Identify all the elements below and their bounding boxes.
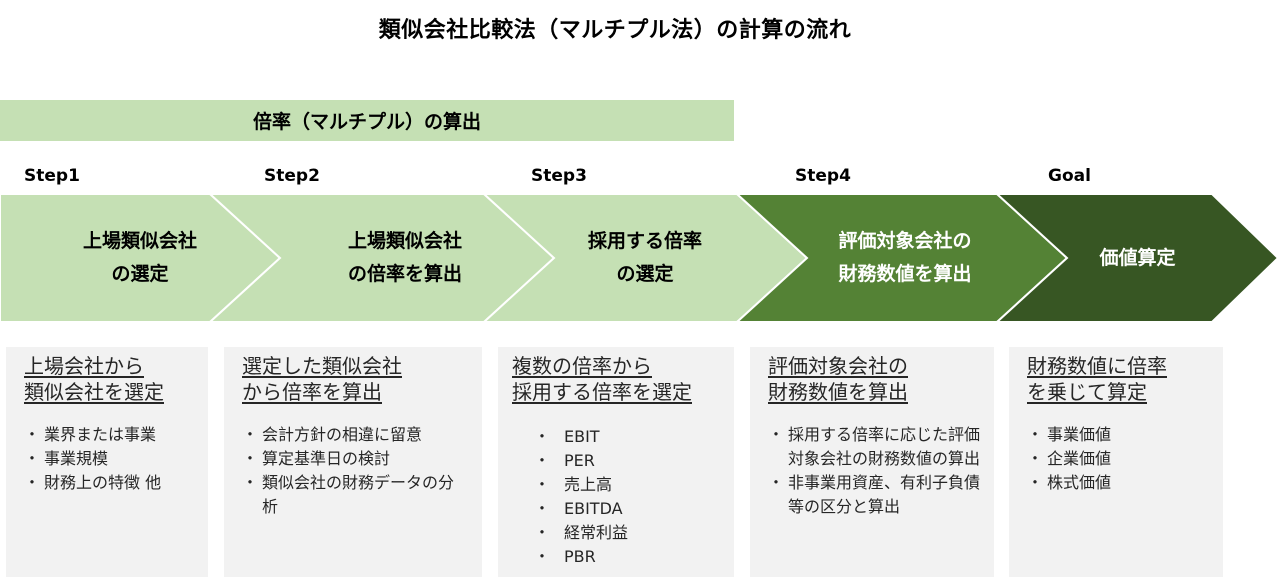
list-item: 財務上の特徴 他: [24, 471, 194, 495]
step4-heading: 評価対象会社の財務数値を算出: [768, 354, 908, 404]
list-item: 株式価値: [1027, 471, 1209, 495]
step4-list: 採用する倍率に応じた評価対象会社の財務数値の算出 非事業用資産、有利子負債等の区…: [768, 423, 980, 519]
list-item: 事業価値: [1027, 423, 1209, 447]
chevron-step4-text: 評価対象会社の財務数値を算出: [838, 230, 972, 285]
list-item: 会計方針の相違に留意: [242, 423, 468, 447]
chevron-step3-text: 採用する倍率の選定: [587, 230, 702, 285]
chevron-step1-text: 上場類似会社の選定: [82, 230, 197, 285]
list-item: 事業規模: [24, 447, 194, 471]
list-item: 経常利益: [534, 521, 720, 545]
list-item: EBITDA: [534, 497, 720, 521]
step2-label: Step2: [264, 166, 320, 186]
list-item: PER: [534, 449, 720, 473]
diagram-title: 類似会社比較法（マルチプル法）の計算の流れ: [378, 18, 852, 43]
list-item: 売上高: [534, 473, 720, 497]
step1-list: 業界または事業 事業規模 財務上の特徴 他: [24, 423, 194, 495]
step2-list: 会計方針の相違に留意 算定基準日の検討 類似会社の財務データの分析: [242, 423, 468, 519]
step2-heading: 選定した類似会社から倍率を算出: [242, 354, 402, 404]
step4-label: Step4: [795, 166, 851, 186]
list-item: PBR: [534, 545, 720, 569]
list-item: 類似会社の財務データの分析: [242, 471, 468, 519]
step1-heading: 上場会社から類似会社を選定: [24, 354, 164, 404]
step3-list: EBIT PER 売上高 EBITDA 経常利益 PBR: [534, 425, 720, 569]
step3-heading: 複数の倍率から採用する倍率を選定: [512, 354, 692, 404]
step3-label: Step3: [531, 166, 587, 186]
list-item: EBIT: [534, 425, 720, 449]
multiple-calculation-banner: 倍率（マルチプル）の算出: [0, 100, 734, 141]
goal-list: 事業価値 企業価値 株式価値: [1027, 423, 1209, 495]
chevron-goal-text: 価値算定: [1099, 246, 1176, 269]
list-item: 業界または事業: [24, 423, 194, 447]
step1-label: Step1: [24, 166, 80, 186]
process-chevrons: [0, 193, 1280, 323]
list-item: 採用する倍率に応じた評価対象会社の財務数値の算出: [768, 423, 980, 471]
goal-label: Goal: [1048, 166, 1091, 186]
list-item: 算定基準日の検討: [242, 447, 468, 471]
list-item: 非事業用資産、有利子負債等の区分と算出: [768, 471, 980, 519]
chevron-goal: [994, 193, 1280, 323]
chevron-step2-text: 上場類似会社の倍率を算出: [347, 230, 462, 285]
goal-heading: 財務数値に倍率を乗じて算定: [1027, 354, 1167, 404]
list-item: 企業価値: [1027, 447, 1209, 471]
